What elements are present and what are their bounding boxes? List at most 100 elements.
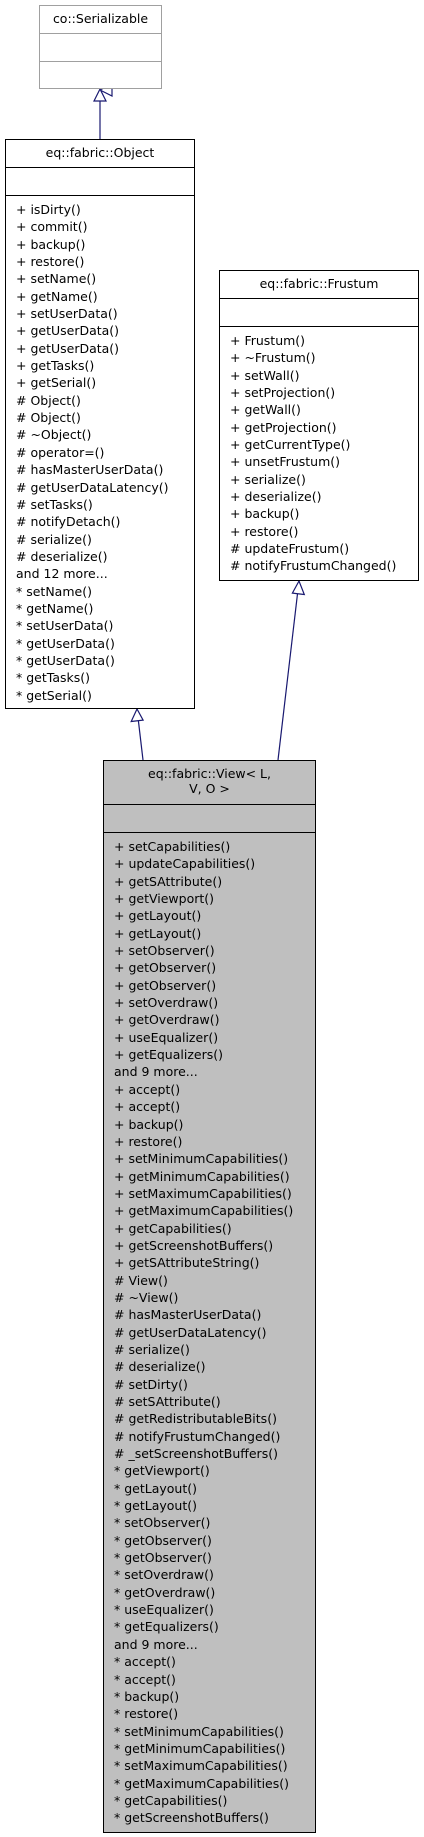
- member-item: # serialize(): [16, 531, 92, 547]
- member-item: + updateCapabilities(): [114, 856, 256, 872]
- class-frustum[interactable]: eq::fabric::Frustum + Frustum()+ ~Frustu…: [219, 270, 419, 581]
- member-item: * getCapabilities(): [114, 1792, 228, 1808]
- member-item: and 9 more...: [114, 1064, 198, 1080]
- member-item: # setDirty(): [114, 1376, 188, 1392]
- member-item: + unsetFrustum(): [230, 454, 341, 470]
- class-object-methods: + isDirty()+ commit()+ backup()+ restore…: [6, 196, 194, 704]
- class-frustum-title-line: eq::fabric::Frustum: [259, 276, 379, 291]
- member-item: * restore(): [114, 1706, 179, 1722]
- member-item: + serialize(): [230, 471, 306, 487]
- member-item: + getLayout(): [114, 908, 202, 924]
- member-item: # ~Object(): [16, 427, 92, 443]
- member-item: # updateFrustum(): [230, 541, 350, 557]
- member-item: # notifyDetach(): [16, 514, 121, 530]
- member-item: + setMaximumCapabilities(): [114, 1185, 292, 1201]
- class-view-title-line: V, O >: [189, 781, 230, 796]
- class-object-title: eq::fabric::Object: [6, 140, 194, 168]
- member-item: * getLayout(): [114, 1480, 197, 1496]
- member-item: + getUserData(): [16, 340, 120, 356]
- member-item: + restore(): [230, 523, 299, 539]
- member-item: + getOverdraw(): [114, 1012, 220, 1028]
- member-item: * setName(): [16, 583, 92, 599]
- class-frustum-methods: + Frustum() + ~Frustum()+ setWall() + setP…: [220, 327, 418, 575]
- member-item: # _setScreenshotBuffers(): [114, 1446, 278, 1462]
- member-item: + getSAttributeString(): [114, 1255, 260, 1271]
- member-item: + setObserver(): [114, 943, 215, 959]
- class-view-title: eq::fabric::View< L,V, O >: [104, 761, 315, 805]
- member-item: and 9 more...: [114, 1636, 198, 1652]
- member-item: + getUserData(): [16, 323, 120, 339]
- edge-view-to-frustum: [277, 580, 300, 761]
- member-item: * useEqualizer(): [114, 1602, 214, 1618]
- member-item: + getCurrentType(): [230, 437, 351, 453]
- class-view-attributes: [104, 805, 315, 833]
- class-object-attributes: [6, 168, 194, 196]
- member-item: + getObserver(): [114, 960, 217, 976]
- member-item: # setSAttribute(): [114, 1394, 221, 1409]
- member-item: + isDirty(): [16, 202, 81, 217]
- member-item: + deserialize(): [230, 489, 322, 505]
- class-view-title-line: eq::fabric::View< L,: [148, 766, 271, 781]
- class-serializable-attributes: [40, 34, 161, 62]
- member-item: + getWall(): [230, 402, 301, 418]
- member-item: # getUserDataLatency(): [114, 1324, 267, 1340]
- member-item: + setWall(): [230, 367, 300, 383]
- class-serializable-title: co::Serializable: [40, 6, 161, 34]
- member-item: + useEqualizer(): [114, 1029, 219, 1045]
- member-item: + getProjection(): [230, 419, 337, 435]
- member-item: + getSAttribute(): [114, 873, 223, 889]
- class-frustum-attributes: [220, 299, 418, 327]
- member-item: + setName(): [16, 271, 97, 287]
- member-item: # notifyFrustumChanged(): [230, 558, 397, 574]
- member-item: * setObserver(): [114, 1515, 211, 1531]
- member-item: + getLayout(): [114, 925, 202, 941]
- member-item: + Frustum(): [230, 333, 306, 348]
- member-item: + accept(): [114, 1081, 181, 1097]
- member-item: * getEqualizers(): [114, 1619, 219, 1635]
- member-item: * setOverdraw(): [114, 1567, 214, 1583]
- member-item: # serialize(): [114, 1341, 190, 1357]
- member-item: * getScreenshotBuffers(): [114, 1810, 269, 1826]
- member-item: # ~View(): [114, 1289, 179, 1305]
- member-item: * getUserData(): [16, 635, 115, 651]
- member-item: # notifyFrustumChanged(): [114, 1428, 281, 1444]
- member-item: * getViewport(): [114, 1463, 210, 1479]
- member-item: + getName(): [16, 288, 98, 304]
- member-item: # deserialize(): [114, 1359, 206, 1375]
- class-view[interactable]: eq::fabric::View< L,V, O > + setCapabili…: [103, 760, 316, 1833]
- member-item: + getViewport(): [114, 891, 215, 907]
- member-item: # hasMasterUserData(): [114, 1307, 262, 1323]
- member-item: + accept(): [114, 1099, 181, 1115]
- member-item: + backup(): [16, 236, 86, 252]
- class-object[interactable]: eq::fabric::Object + isDirty()+ commit()…: [5, 139, 195, 709]
- member-item: * getObserver(): [114, 1532, 212, 1548]
- member-item: + backup(): [230, 506, 300, 522]
- arrowhead-serializable: [93, 87, 107, 102]
- member-item: # getRedistributableBits(): [114, 1411, 277, 1427]
- member-item: * getLayout(): [114, 1498, 197, 1514]
- member-item: + ~Frustum(): [230, 350, 316, 366]
- member-item: # getUserDataLatency(): [16, 479, 169, 495]
- class-object-title-line: eq::fabric::Object: [45, 145, 155, 160]
- member-item: + getObserver(): [114, 977, 217, 993]
- member-item: # Object(): [16, 410, 81, 426]
- member-item: + getMinimumCapabilities(): [114, 1168, 290, 1184]
- class-frustum-title: eq::fabric::Frustum: [220, 271, 418, 299]
- member-item: * getUserData(): [16, 652, 115, 668]
- member-item: * getMaximumCapabilities(): [114, 1775, 290, 1791]
- member-item: * setUserData(): [16, 618, 114, 634]
- class-serializable[interactable]: co::Serializable: [39, 5, 162, 89]
- arrowhead-frustum: [291, 579, 306, 596]
- member-item: and 12 more...: [16, 566, 108, 582]
- member-item: * getOverdraw(): [114, 1584, 216, 1600]
- member-item: + backup(): [114, 1116, 184, 1132]
- member-item: + getTasks(): [16, 358, 95, 374]
- arrowhead-object: [130, 707, 145, 723]
- member-item: + getMaximumCapabilities(): [114, 1203, 294, 1219]
- class-serializable-methods: [40, 62, 161, 88]
- member-item: # hasMasterUserData(): [16, 462, 164, 478]
- member-item: + setProjection(): [230, 385, 336, 401]
- member-item: + getEqualizers(): [114, 1047, 223, 1063]
- member-item: + restore(): [114, 1133, 183, 1149]
- class-view-methods: + setCapabilities()+ updateCapabilities(…: [104, 833, 315, 1827]
